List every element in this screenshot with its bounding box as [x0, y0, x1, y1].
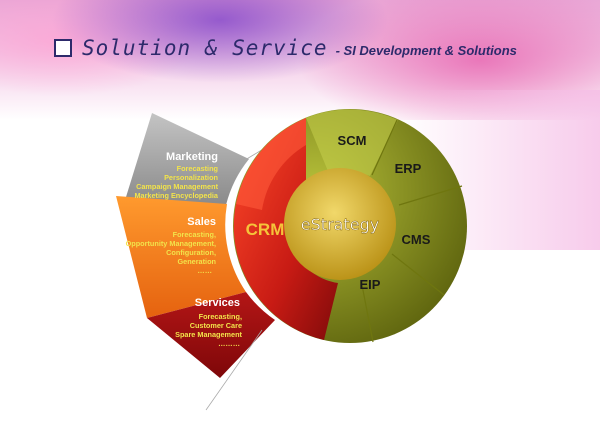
services-item: Spare Management — [175, 330, 242, 339]
pointer-line-bottom — [205, 329, 263, 411]
slide-title: Solution & Service — [82, 36, 328, 60]
ring-highlight — [306, 109, 398, 176]
sales-item: Opportunity Management, — [126, 239, 216, 248]
center-label: eStrategy — [301, 215, 379, 234]
marketing-segment — [126, 113, 249, 205]
services-item: Customer Care — [190, 321, 242, 330]
marketing-title: Marketing — [166, 151, 218, 163]
ring-label-eip: EIP — [360, 277, 381, 292]
sales-segment — [116, 196, 246, 318]
crm-bevel — [236, 118, 306, 210]
marketing-item: Marketing Encyclopedia — [134, 191, 218, 200]
services-segment — [147, 292, 275, 378]
marketing-item: Campaign Management — [136, 182, 218, 191]
ring-dividers — [361, 119, 463, 343]
sales-item: Generation — [177, 257, 216, 266]
crm-label: CRM — [246, 220, 285, 239]
ring-label-cms: CMS — [402, 232, 431, 247]
slide-subtitle: - SI Development & Solutions — [335, 43, 517, 58]
ring-label-erp: ERP — [395, 161, 422, 176]
marketing-item: Personalization — [164, 173, 218, 182]
title-row: Solution & Service - SI Development & So… — [54, 36, 517, 60]
services-item: ……… — [218, 339, 240, 348]
marketing-item: Forecasting — [177, 164, 218, 173]
sales-item: Forecasting, — [173, 230, 216, 239]
services-title: Services — [195, 297, 240, 309]
center-disc — [284, 168, 396, 280]
ring-label-scm: SCM — [338, 133, 367, 148]
sales-title: Sales — [187, 216, 216, 228]
sales-item: …… — [197, 266, 212, 275]
sales-item: Configuration, — [166, 248, 216, 257]
services-item: Forecasting, — [199, 312, 242, 321]
bullet-square-icon — [54, 39, 72, 57]
